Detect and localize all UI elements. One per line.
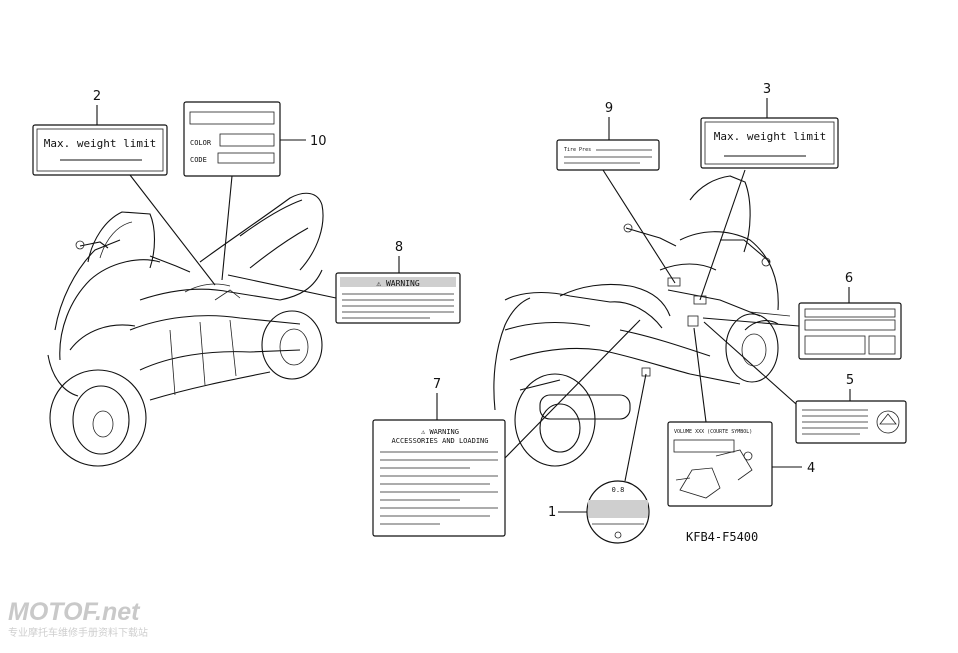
callout-7: 7	[433, 377, 441, 392]
watermark-subtitle: 专业摩托车维修手册资料下载站	[8, 626, 148, 639]
label-10-code: CODE	[190, 156, 207, 164]
diagram-code: KFB4-F5400	[686, 530, 758, 544]
label-9-text: Tire Pres	[564, 147, 591, 153]
callout-6: 6	[845, 271, 853, 286]
label-2-max-weight: Max. weight limit	[32, 124, 168, 176]
motof-watermark: MOTOF.net 专业摩托车维修手册资料下载站	[8, 598, 148, 639]
callout-5: 5	[846, 373, 854, 388]
label-7-warning: ⚠ WARNING	[421, 428, 459, 436]
callout-9: 9	[605, 101, 613, 116]
label-10-color: COLOR	[190, 139, 212, 147]
scooter-right-illustration	[493, 175, 791, 467]
label-8-text: ⚠ WARNING	[376, 279, 420, 288]
callout-1: 1	[548, 505, 556, 520]
label-8-warning: ⚠ WARNING	[335, 272, 461, 324]
label-1-text: 0.8	[612, 486, 625, 494]
callout-4: 4	[807, 461, 815, 476]
label-5-panel	[795, 400, 907, 444]
callout-3: 3	[763, 82, 771, 97]
label-2-text: Max. weight limit	[44, 137, 157, 150]
label-6-panel	[798, 302, 902, 360]
label-3-text: Max. weight limit	[714, 130, 827, 143]
label-10-color-code: COLOR CODE	[183, 101, 281, 177]
label-7-accessories: ⚠ WARNING ACCESSORIES AND LOADING	[372, 419, 506, 537]
label-4-text: VOLUME XXX (COURTE SYMBOL)	[674, 429, 752, 435]
label-4-panel: VOLUME XXX (COURTE SYMBOL)	[667, 421, 773, 507]
watermark-brand: MOTOF.net	[8, 598, 141, 626]
scooter-left-illustration	[47, 192, 324, 467]
label-1-round: 0.8	[586, 480, 650, 544]
callout-2: 2	[93, 89, 101, 104]
callout-8: 8	[395, 240, 403, 255]
label-3-max-weight: Max. weight limit	[700, 117, 839, 169]
label-7-heading: ACCESSORIES AND LOADING	[392, 437, 489, 445]
callout-10: 10	[310, 134, 327, 149]
label-9-tire: Tire Pres	[556, 139, 660, 171]
